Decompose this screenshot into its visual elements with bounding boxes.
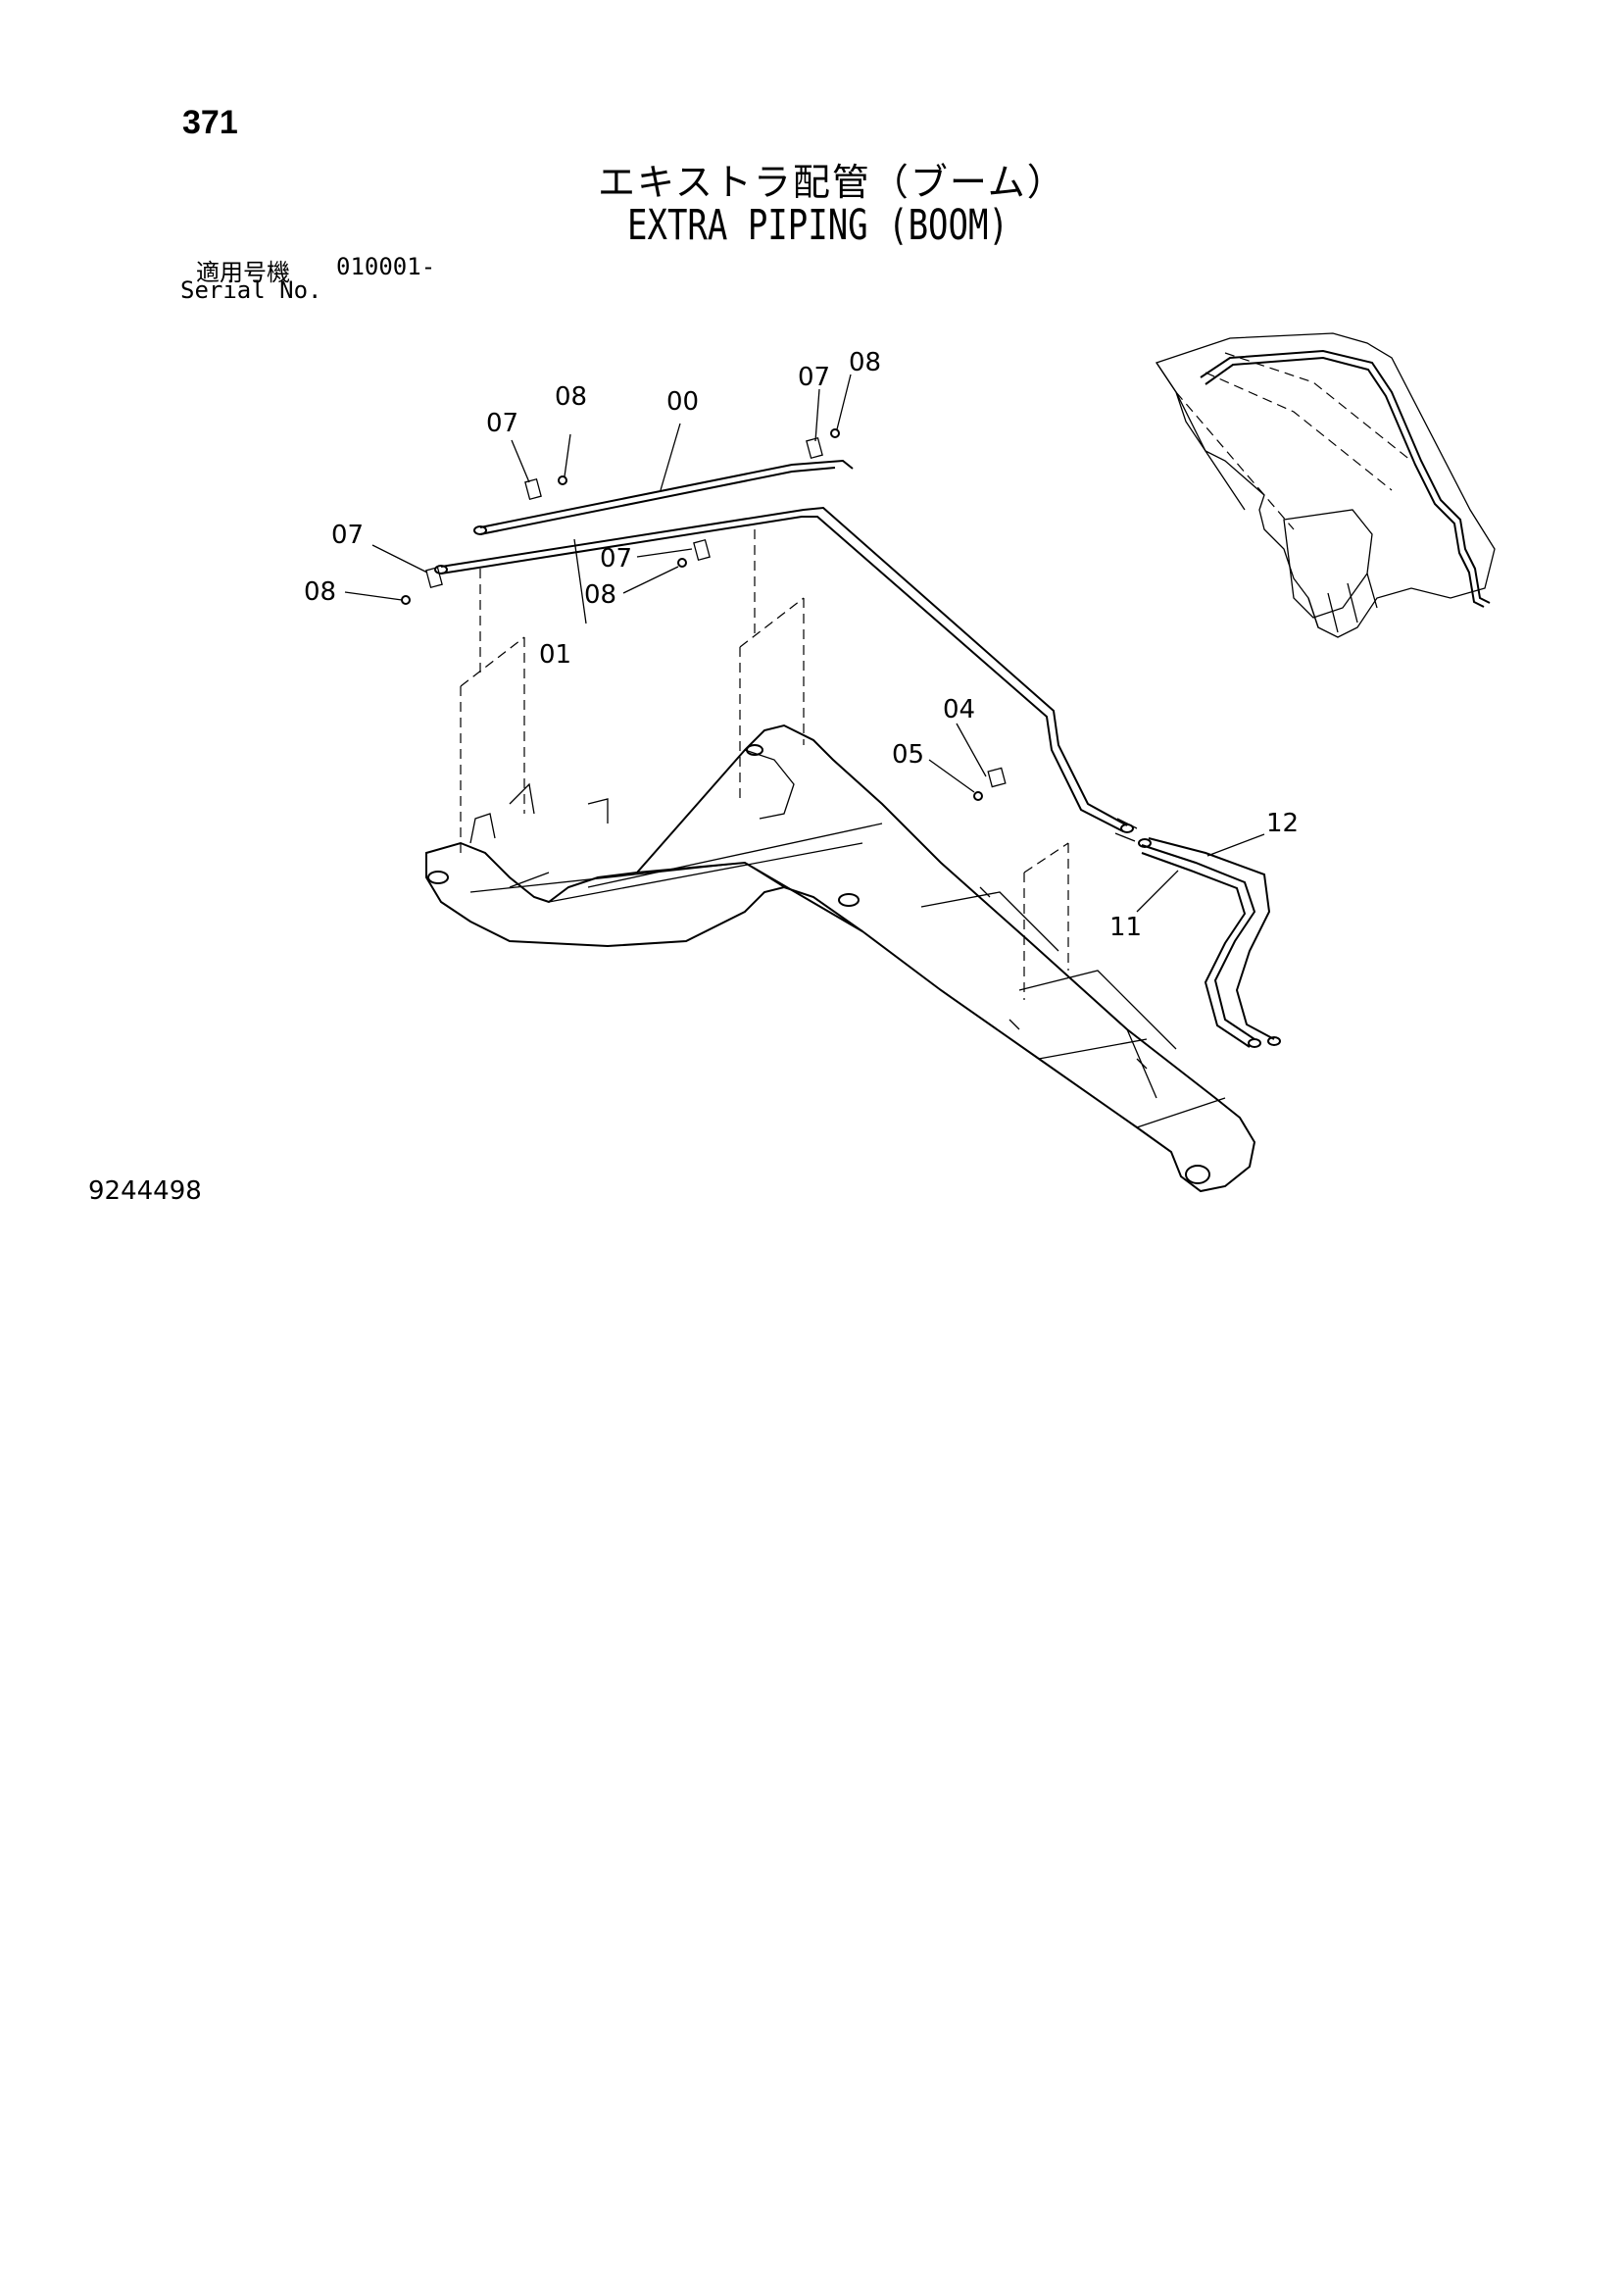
boom-structure [425, 724, 1256, 1193]
callout-07-left-lower: 07 [331, 521, 364, 550]
callout-08-left-lower: 08 [304, 577, 336, 607]
callout-00: 00 [666, 387, 699, 417]
serial-label-english: Serial No. [180, 276, 322, 304]
pipe-assembly [434, 459, 1138, 842]
callout-07-middle: 07 [600, 544, 632, 574]
callout-04: 04 [943, 695, 975, 724]
callout-08-left-upper: 08 [555, 382, 587, 412]
serial-label-japanese: 適用号機 [196, 259, 290, 286]
clamps-and-bolts [401, 428, 1007, 801]
serial-number-value: 010001- [336, 253, 436, 280]
callout-07-left-upper: 07 [486, 409, 518, 438]
inset-overview-drawing [1155, 332, 1496, 638]
callout-01: 01 [539, 640, 571, 670]
callout-12: 12 [1266, 809, 1299, 838]
callout-labels: 00 01 04 05 07 08 07 08 07 08 07 08 11 1… [304, 348, 1299, 942]
callout-08-right: 08 [849, 348, 881, 377]
callout-05: 05 [892, 740, 924, 770]
hose-assembly [1138, 837, 1281, 1048]
callout-08-middle: 08 [584, 580, 616, 610]
page-number: 371 [182, 104, 238, 141]
page-title-english: EXTRA PIPING (BOOM) [627, 201, 1008, 250]
callout-07-right: 07 [798, 363, 830, 392]
callout-11: 11 [1109, 913, 1142, 942]
assembly-guide-lines [460, 529, 1069, 1000]
drawing-number: 9244498 [88, 1176, 202, 1206]
leader-lines [344, 374, 1265, 913]
page-title-japanese: エキストラ配管（ブーム） [598, 161, 1066, 204]
